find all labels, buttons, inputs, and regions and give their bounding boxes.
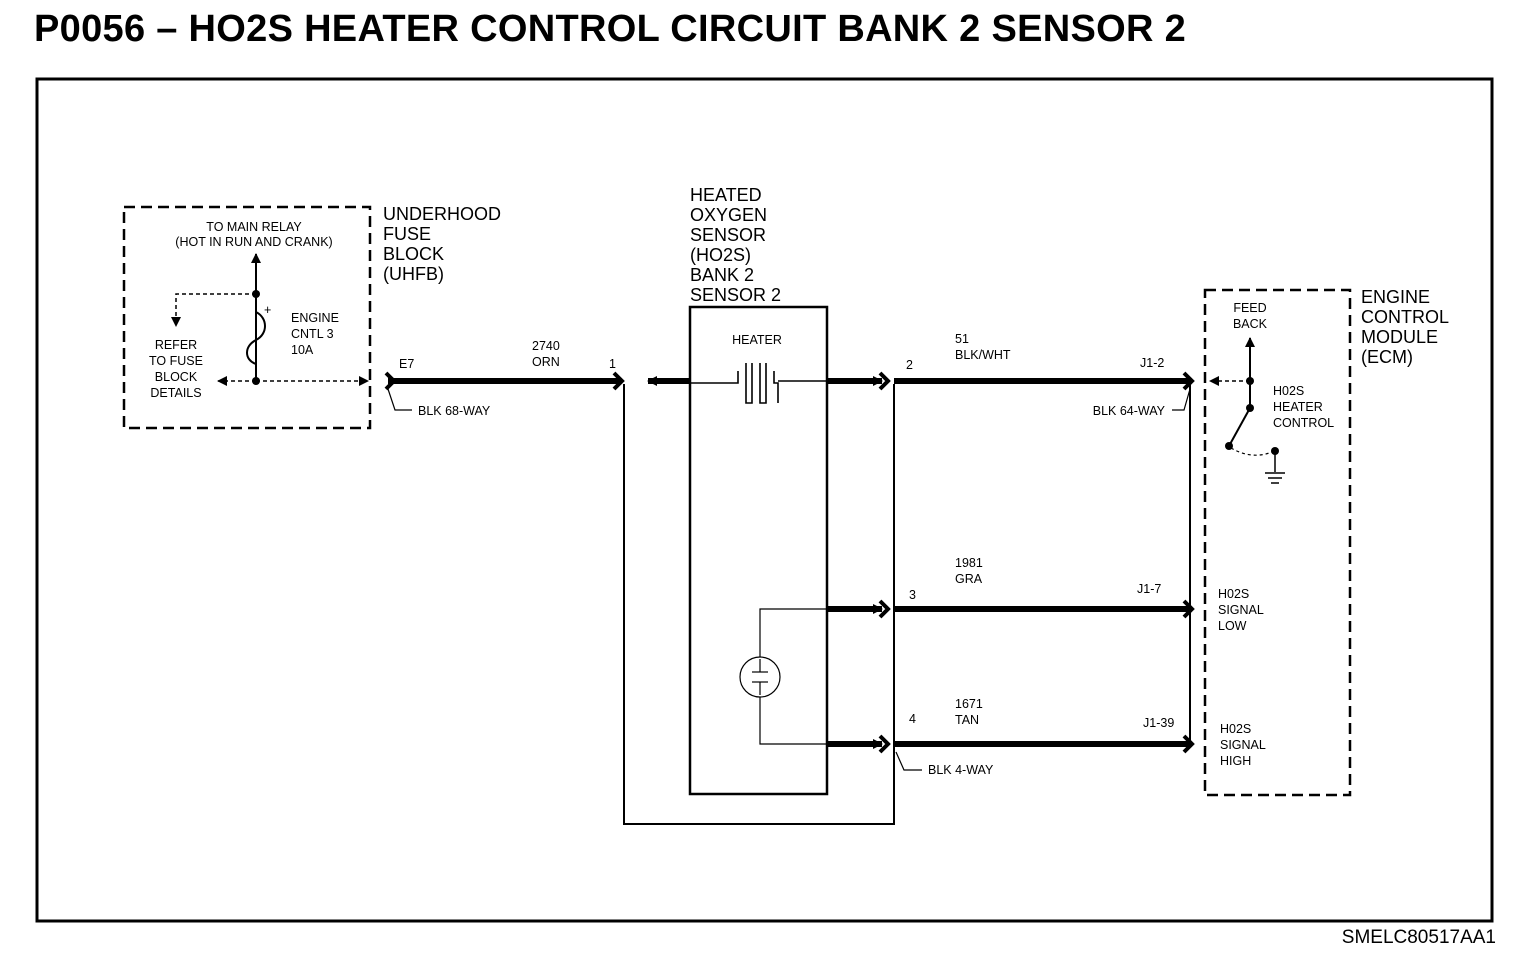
circuit-51-number: 51: [955, 332, 969, 346]
heater-element-symbol: [690, 363, 779, 404]
ho2s-terminal-1: [612, 371, 625, 391]
control-switch-blade: [1228, 407, 1251, 447]
pin-4-label: 4: [909, 712, 916, 726]
heater-control-label-2: HEATER: [1273, 400, 1323, 414]
fuse-polarity-mark: +: [264, 303, 271, 317]
signal-high-label-1: H02S: [1220, 722, 1251, 736]
ecm-pin-j1-2-label: J1-2: [1140, 356, 1164, 370]
circuit-1671-number: 1671: [955, 697, 983, 711]
fuse-symbol: [246, 311, 266, 365]
fuse-label-3: 10A: [291, 343, 314, 357]
connector-68way-leader: [387, 388, 412, 411]
ho2s-label-line-4: (HO2S): [690, 245, 751, 265]
ho2s-terminal-4: [878, 734, 891, 754]
sensor-element-symbol: [739, 656, 781, 698]
uhfb-dashed-box: [122, 205, 372, 430]
ecm-label-line-2: CONTROL: [1361, 307, 1449, 327]
refer-label-2: TO FUSE: [149, 354, 203, 368]
heater-control-label-1: H02S: [1273, 384, 1304, 398]
signal-low-label-3: LOW: [1218, 619, 1247, 633]
ecm-label-line-1: ENGINE: [1361, 287, 1430, 307]
connector-4way-label: BLK 4-WAY: [928, 763, 994, 777]
circuit-1981-number: 1981: [955, 556, 983, 570]
ecm-terminal-j1-7: [1182, 599, 1195, 619]
refer-label-1: REFER: [155, 338, 197, 352]
connector-68way-label: BLK 68-WAY: [418, 404, 491, 418]
circuit-2740-number: 2740: [532, 339, 560, 353]
ho2s-label-line-1: HEATED: [690, 185, 762, 205]
diagram-title: P0056 – HO2S HEATER CONTROL CIRCUIT BANK…: [34, 8, 1187, 50]
ho2s-label-line-6: SENSOR 2: [690, 285, 781, 305]
pin-2-label: 2: [906, 358, 913, 372]
uhfb-label-line-1: UNDERHOOD: [383, 204, 501, 224]
heater-control-label-3: CONTROL: [1273, 416, 1334, 430]
uhfb-terminal-label: E7: [399, 357, 414, 371]
circuit-2740-color: ORN: [532, 355, 560, 369]
fuse-label-2: CNTL 3: [291, 327, 334, 341]
ho2s-label-line-2: OXYGEN: [690, 205, 767, 225]
feedback-label-2: BACK: [1233, 317, 1268, 331]
connector-64way-label: BLK 64-WAY: [1093, 404, 1166, 418]
fuse-label-1: ENGINE: [291, 311, 339, 325]
circuit-1671-color: TAN: [955, 713, 979, 727]
pin-3-label: 3: [909, 588, 916, 602]
uhfb-label-line-3: BLOCK: [383, 244, 444, 264]
figure-reference-id: SMELC80517AA1: [1342, 927, 1496, 948]
ecm-dashed-box: [1203, 288, 1352, 797]
ecm-pin-j1-39-label: J1-39: [1143, 716, 1174, 730]
ho2s-terminal-3: [878, 599, 891, 619]
ecm-label-line-4: (ECM): [1361, 347, 1413, 367]
pin-1-label: 1: [609, 357, 616, 371]
ho2s-sensor-box: [688, 305, 829, 796]
connector-4way-leader: [895, 751, 922, 771]
refer-label-3: BLOCK: [155, 370, 198, 384]
connector-64way-leader: [1172, 388, 1191, 411]
outer-frame: [35, 77, 1494, 923]
signal-low-label-1: H02S: [1218, 587, 1249, 601]
ho2s-terminal-2: [878, 371, 891, 391]
control-switch-travel-arc: [1230, 447, 1273, 456]
connector-housing-outline: [623, 384, 895, 825]
ecm-terminal-j1-2: [1182, 371, 1195, 391]
signal-high-label-3: HIGH: [1220, 754, 1251, 768]
signal-high-label-2: SIGNAL: [1220, 738, 1266, 752]
feedback-label-1: FEED: [1233, 301, 1266, 315]
ecm-label-line-3: MODULE: [1361, 327, 1438, 347]
refer-label-4: DETAILS: [150, 386, 201, 400]
uhfb-label-line-4: (UHFB): [383, 264, 444, 284]
main-relay-label-1: TO MAIN RELAY: [206, 220, 302, 234]
uhfb-label-line-2: FUSE: [383, 224, 431, 244]
ho2s-label-line-3: SENSOR: [690, 225, 766, 245]
ho2s-label-line-5: BANK 2: [690, 265, 754, 285]
refer-branch-wire: [171, 293, 256, 327]
ecm-pin-j1-7-label: J1-7: [1137, 582, 1161, 596]
signal-low-label-2: SIGNAL: [1218, 603, 1264, 617]
main-relay-label-2: (HOT IN RUN AND CRANK): [175, 235, 332, 249]
heater-label: HEATER: [732, 333, 782, 347]
circuit-51-color: BLK/WHT: [955, 348, 1011, 362]
circuit-1981-color: GRA: [955, 572, 983, 586]
ecm-terminal-j1-39: [1182, 734, 1195, 754]
